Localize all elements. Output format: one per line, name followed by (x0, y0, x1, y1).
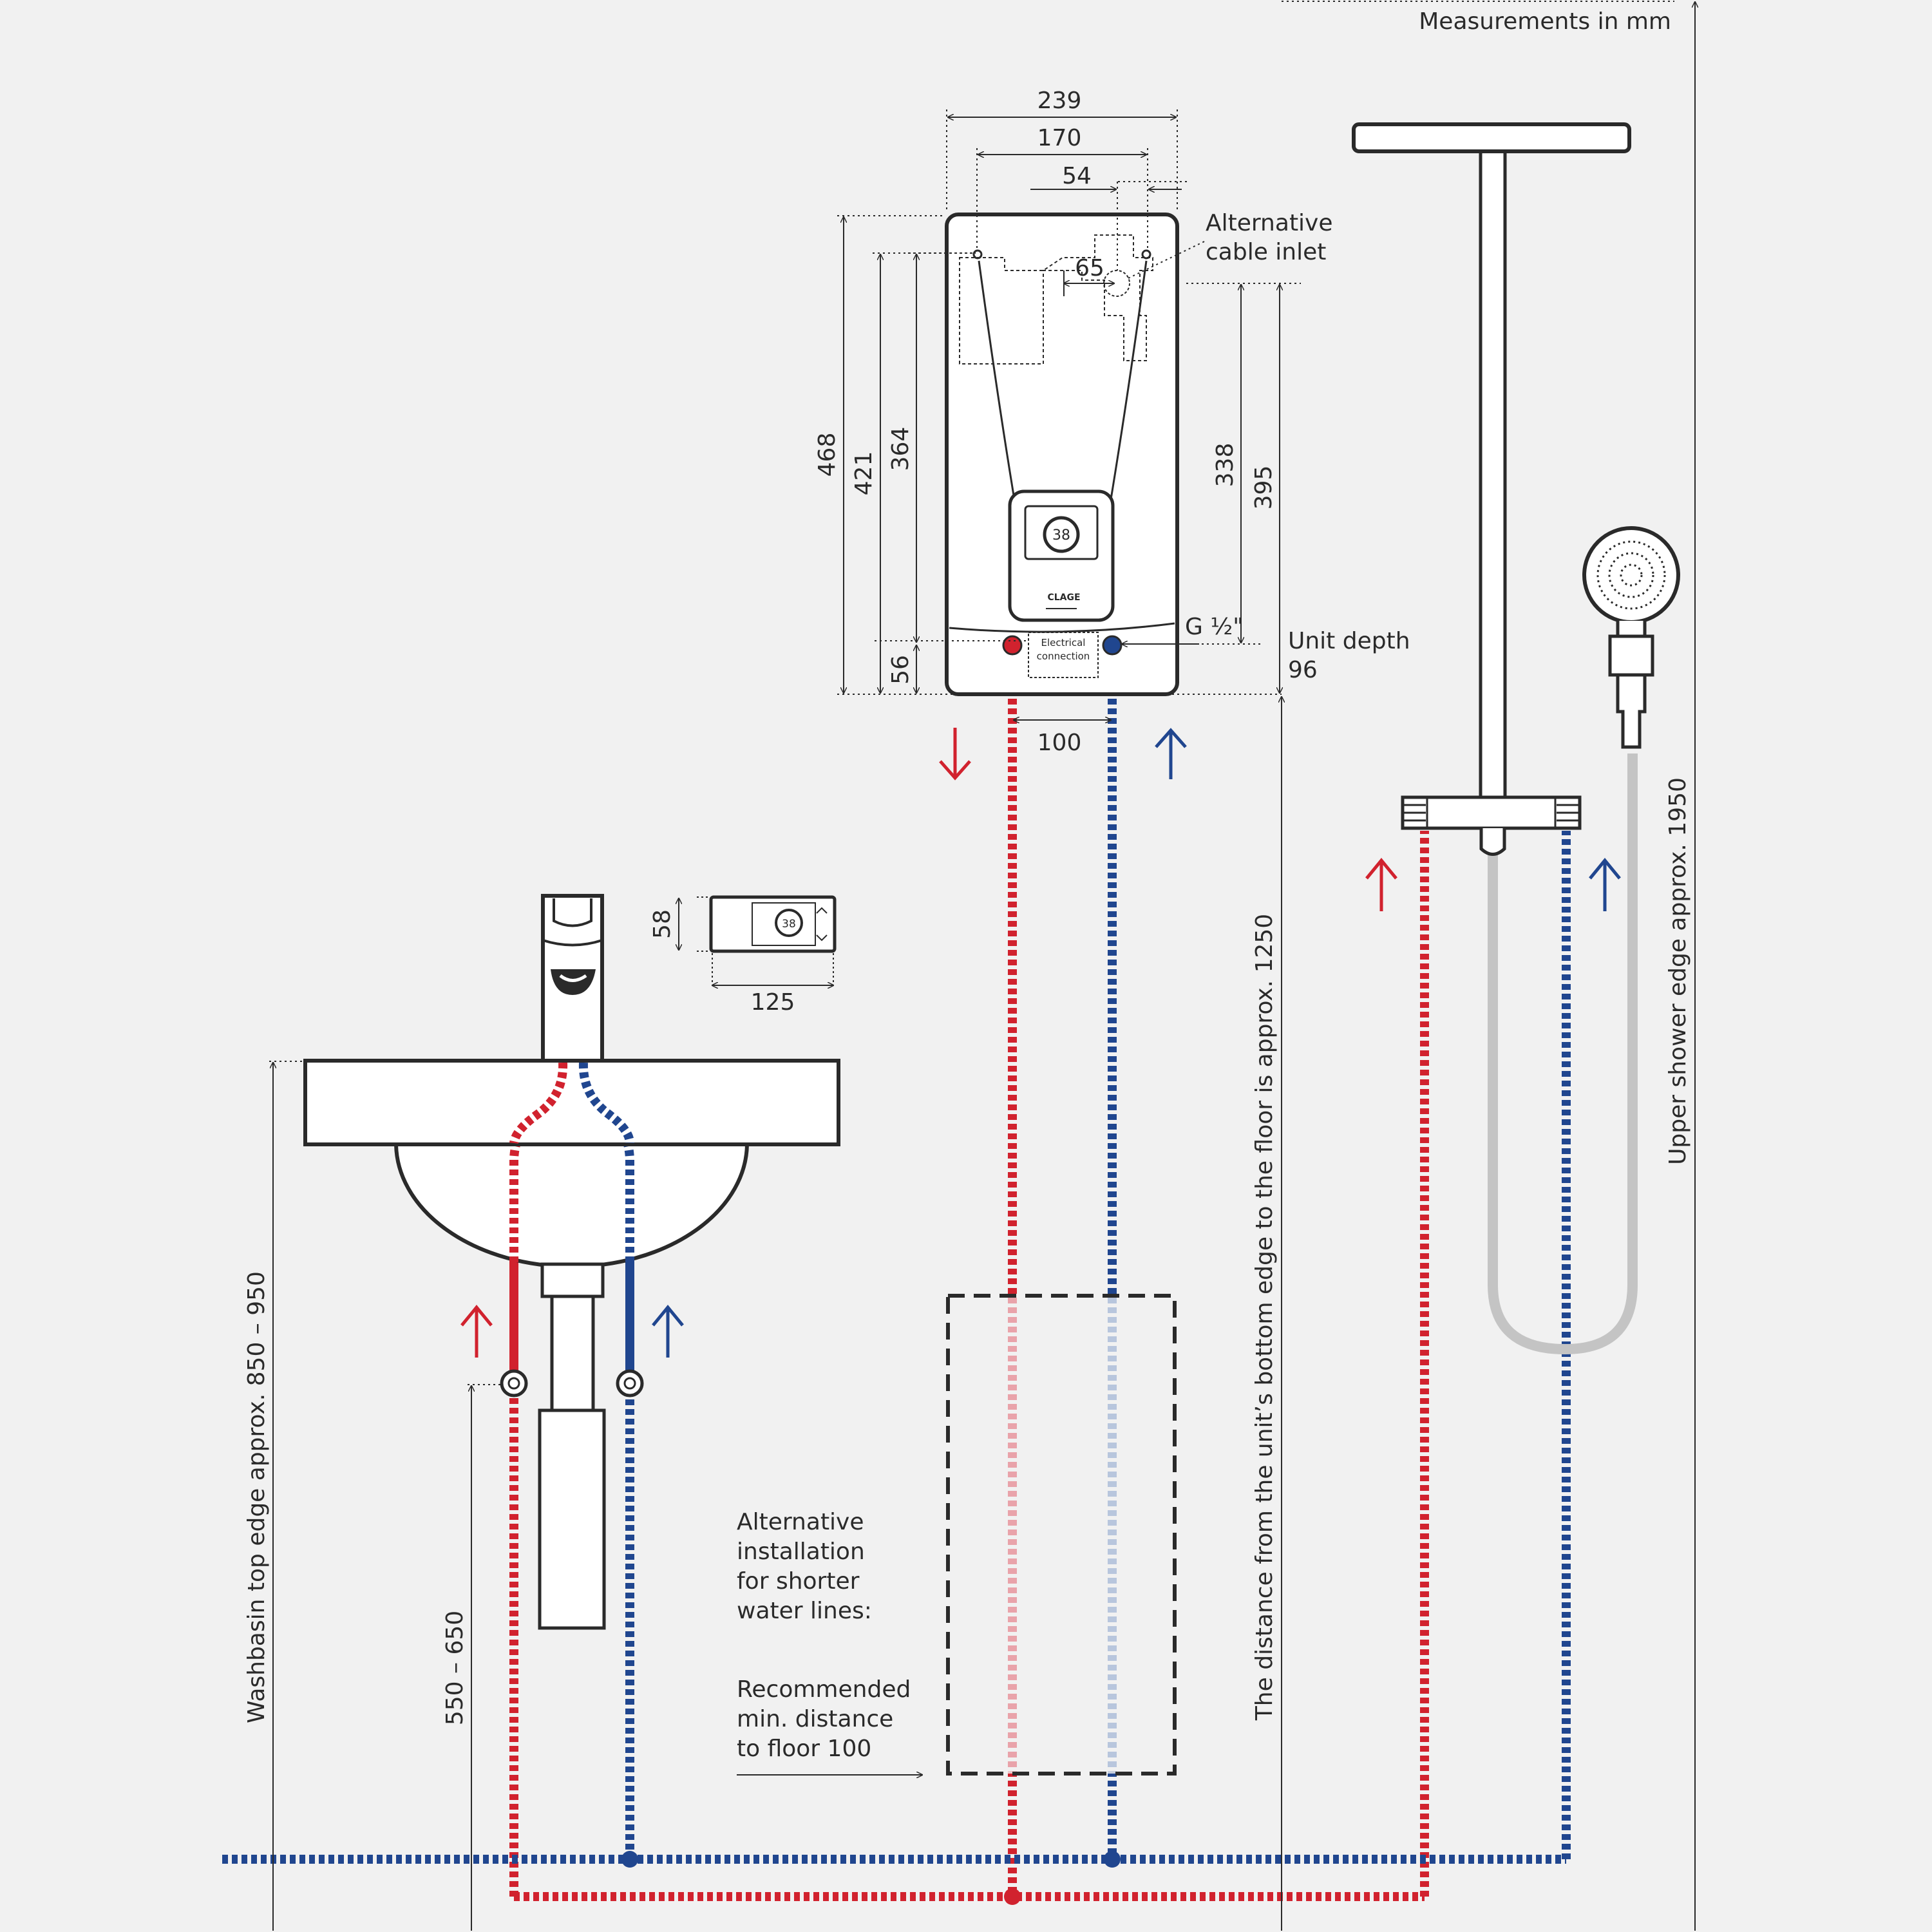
thread-label: G ½" (1185, 614, 1244, 640)
washbasin-set (303, 894, 840, 1630)
units-note: Measurements in mm (1282, 1, 1674, 35)
cold-connection (1102, 635, 1122, 656)
overhead-shower (1352, 122, 1631, 153)
faucet (541, 894, 604, 1063)
alt-install-line1: Alternative (737, 1509, 864, 1535)
siphon (538, 1408, 606, 1630)
basin-valve-height-label: 550 – 650 (442, 1611, 468, 1725)
alt-install-fill (948, 1296, 1175, 1774)
alt-install-line2: installation (737, 1539, 865, 1565)
alt-install-box (946, 1294, 1177, 1776)
remote-display-temp: 38 (782, 918, 796, 931)
basin-hot-arrow (460, 1305, 493, 1358)
dim-height-364: 364 (887, 427, 914, 471)
alternative-installation: Alternative installation for shorter wat… (737, 1294, 1177, 1776)
basin-cold-arrow (652, 1305, 684, 1358)
dim-width-total: 239 (1037, 88, 1082, 114)
remote-width: 125 (751, 989, 795, 1016)
shower-height-label: Upper shower edge approx. 1950 (1665, 777, 1691, 1165)
unit-flow-arrows (939, 728, 1187, 781)
dim-height-395: 395 (1251, 466, 1277, 510)
hot-pipe-solid (509, 1262, 518, 1391)
floor-note-line1: Recommended (737, 1676, 911, 1703)
electrical-connection-box (1028, 632, 1099, 678)
shower-riser (1479, 146, 1507, 813)
thermostat-bar (1401, 795, 1582, 830)
shower-cold-arrow (1589, 858, 1621, 911)
floor-note-line3: to floor 100 (737, 1736, 871, 1762)
hot-outflow-arrow (939, 728, 971, 781)
units-note-text: Measurements in mm (1419, 8, 1671, 35)
basin-drain (540, 1262, 605, 1298)
cold-pipe-solid (625, 1262, 634, 1391)
unit-display-temp: 38 (1052, 527, 1070, 544)
dim-bottom-56: 56 (887, 655, 914, 685)
dim-inlet-offset: 65 (1075, 255, 1104, 281)
hot-connection (1002, 635, 1023, 656)
dim-height-338: 338 (1212, 443, 1238, 488)
hand-shower (1582, 526, 1680, 749)
pipe-junctions (621, 1851, 1121, 1905)
vertical-reference-labels: Washbasin top edge approx. 850 – 950 550… (243, 777, 1691, 1725)
dim-height-total: 468 (814, 433, 840, 477)
unit-floor-distance-label: The distance from the unit’s bottom edge… (1251, 914, 1278, 1721)
unit-dimensions (837, 109, 1301, 720)
mounting-bracket-outline (959, 234, 1153, 365)
water-heater-unit: 38 CLAGE Electrical connection (945, 213, 1179, 696)
shower-set (1352, 122, 1680, 1355)
unit-body (945, 213, 1179, 696)
unit-depth-line2: 96 (1288, 657, 1318, 683)
unit-depth-line1: Unit depth (1288, 628, 1410, 654)
electrical-connection-line1: Electrical (1041, 637, 1086, 649)
alt-cable-inlet-line2: cable inlet (1206, 239, 1326, 265)
shower-hot-arrow (1365, 858, 1397, 911)
dim-pipe-spacing: 100 (1037, 730, 1082, 756)
unit-dimension-labels: 239 170 54 65 468 421 364 56 338 395 100… (814, 88, 1410, 756)
dim-cable-offset: 54 (1062, 163, 1092, 189)
floor-note-line2: min. distance (737, 1706, 893, 1732)
basin-top (303, 1059, 840, 1146)
electrical-connection-line2: connection (1037, 650, 1090, 662)
basin-bowl (393, 1141, 750, 1269)
dim-width-mount: 170 (1037, 125, 1082, 151)
alt-install-line4: water lines: (737, 1598, 872, 1624)
vertical-references (269, 2, 1695, 1931)
unit-brand: CLAGE (1047, 592, 1080, 603)
control-display (1024, 505, 1099, 560)
cold-inflow-arrow (1155, 728, 1187, 779)
remote-height: 58 (649, 909, 676, 939)
alt-cable-inlet-line1: Alternative (1206, 210, 1333, 236)
remote-control: 38 58 125 (649, 895, 837, 1016)
alt-install-line3: for shorter (737, 1568, 860, 1595)
washbasin-height-label: Washbasin top edge approx. 850 – 950 (243, 1271, 270, 1723)
shower-hose (1488, 753, 1638, 1355)
angle-valves (500, 1369, 644, 1397)
dim-height-421: 421 (851, 451, 877, 496)
